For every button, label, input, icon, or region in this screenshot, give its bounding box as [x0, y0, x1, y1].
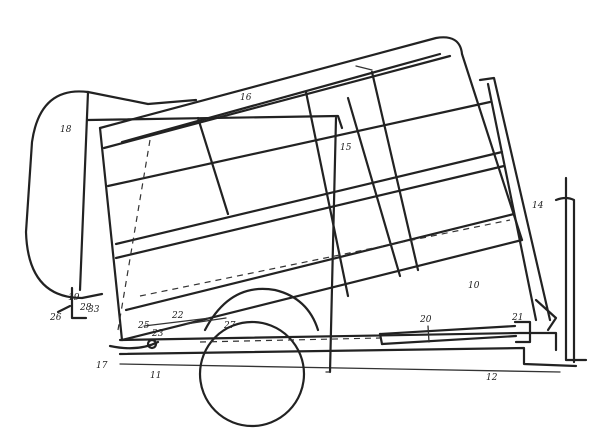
label-10: 10 [468, 281, 480, 291]
label-25: 25 [137, 321, 150, 331]
label-27: 27 [223, 321, 236, 331]
label-22: 22 [171, 311, 184, 321]
boom-arm [86, 114, 344, 374]
label-16: 16 [240, 93, 252, 103]
label-11: 11 [150, 371, 161, 381]
fender [203, 287, 320, 332]
rear-wheel [198, 320, 381, 428]
label-21: 21 [511, 313, 523, 323]
chassis-frame [118, 331, 578, 373]
label-14: 14 [532, 201, 544, 211]
tailgate [24, 90, 198, 331]
label-12: 12 [486, 373, 498, 383]
label-28: 28 [79, 303, 92, 313]
label-23: 23 [151, 329, 164, 339]
label-15: 15 [340, 143, 352, 153]
hydraulic-cylinder [378, 320, 532, 346]
label-20: 20 [419, 315, 432, 325]
hoist-column [478, 76, 558, 332]
label-33: 33 [88, 305, 100, 315]
pivot-assembly [56, 286, 227, 350]
label-26: 26 [49, 313, 62, 323]
truck-cab [554, 176, 588, 364]
reference-labels: 10 11 12 14 15 16 17 18 19 20 21 22 23 2… [49, 93, 544, 383]
label-18: 18 [60, 125, 72, 135]
label-19: 19 [68, 293, 80, 303]
label-17: 17 [96, 361, 108, 371]
dump-body [98, 36, 524, 342]
